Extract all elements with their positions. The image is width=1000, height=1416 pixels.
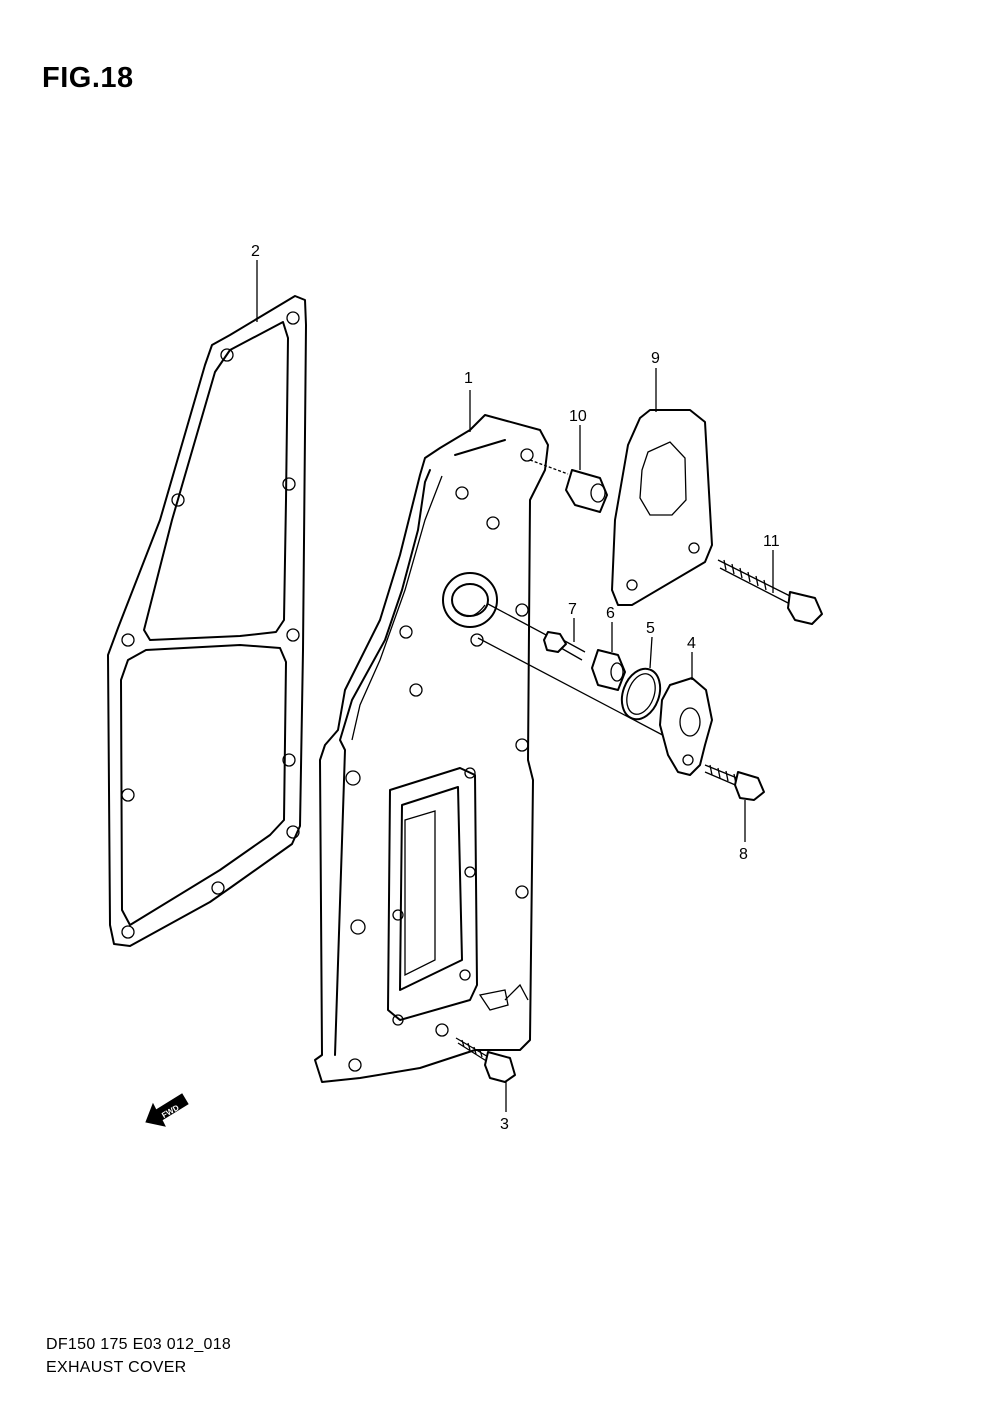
bolt-part-3 <box>455 1037 516 1083</box>
gasket-part-2 <box>107 295 307 947</box>
leader-lines <box>256 260 774 1112</box>
housing-part-4 <box>477 637 713 776</box>
exhaust-cover-part-1 <box>314 414 549 1083</box>
callout-numbers: 1 2 3 4 5 6 7 8 9 10 11 <box>251 243 780 1133</box>
callout-6: 6 <box>606 605 615 622</box>
plate-part-9 <box>611 409 713 606</box>
collar-part-6 <box>591 649 626 691</box>
callout-10: 10 <box>569 408 587 425</box>
callout-2: 2 <box>251 243 260 260</box>
fwd-arrow-icon: FWD <box>145 1093 189 1127</box>
bolt-part-11 <box>717 559 823 625</box>
callout-1: 1 <box>464 370 473 387</box>
figure-title: FIG.18 <box>42 62 134 94</box>
callout-8: 8 <box>739 846 748 863</box>
callout-4: 4 <box>687 635 696 652</box>
callout-7: 7 <box>568 601 577 618</box>
spacer-part-10 <box>529 459 608 513</box>
footer-figure-code: DF150 175 E03 012_018 <box>46 1336 232 1353</box>
footer-figure-name: EXHAUST COVER <box>46 1359 187 1376</box>
bolt-part-8 <box>704 764 765 801</box>
callout-5: 5 <box>646 620 655 637</box>
o-ring-part-5 <box>620 667 662 721</box>
callout-9: 9 <box>651 350 660 367</box>
bolt-part-7 <box>487 603 586 661</box>
callout-11: 11 <box>763 533 780 550</box>
callout-3: 3 <box>500 1116 509 1133</box>
